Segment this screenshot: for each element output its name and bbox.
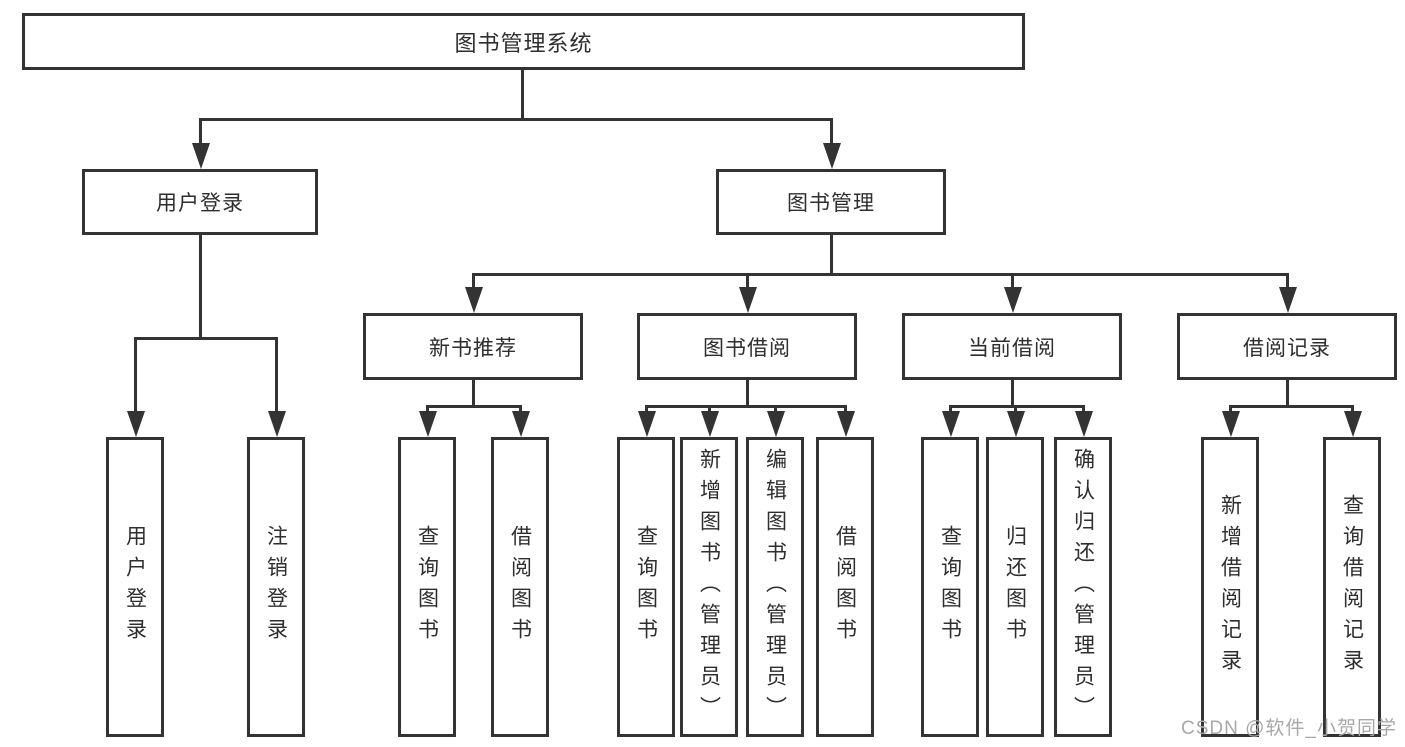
node-label: 新书推荐	[429, 336, 517, 360]
arrow-to-book-borrowing	[746, 273, 749, 287]
node-book-borrowing: 图书借阅	[637, 313, 857, 380]
leaf-user-login: 用户登录	[106, 437, 164, 737]
connector-borrowing-stem	[746, 380, 749, 405]
arrow-to-leaf-query-borrow-record	[1351, 405, 1354, 411]
leaf-query-books-borrowing: 查询图书	[617, 437, 675, 737]
leaf-return-books: 归还图书	[986, 437, 1044, 737]
arrow-to-leaf-user-login	[134, 337, 137, 411]
arrow-to-leaf-query-books-current	[949, 405, 952, 411]
node-user-login: 用户登录	[82, 169, 318, 235]
connector-records-rail	[1229, 405, 1354, 408]
arrow-to-book-management	[830, 118, 833, 143]
leaf-label: 查询图书	[938, 525, 962, 649]
leaf-label: 查询图书	[634, 525, 658, 649]
node-new-book-recommendation: 新书推荐	[363, 313, 583, 380]
leaf-label: 用户登录	[123, 525, 147, 649]
arrow-to-new-book-recommendation	[472, 273, 475, 287]
watermark: CSDN @软件_小贺同学	[1181, 718, 1397, 739]
arrow-to-leaf-edit-books	[774, 405, 777, 411]
node-library-management-system: 图书管理系统	[22, 13, 1025, 70]
node-label: 用户登录	[156, 192, 244, 215]
connector-user-login-rail	[134, 337, 278, 340]
arrow-to-current-borrowing	[1011, 273, 1014, 287]
arrow-to-leaf-add-books	[708, 405, 711, 411]
node-book-management: 图书管理	[716, 169, 946, 235]
arrow-to-leaf-query-books-borrowing	[645, 405, 648, 411]
leaf-query-books-recommend: 查询图书	[398, 437, 456, 737]
leaf-label: 编辑图书（管理员）	[763, 447, 787, 727]
leaf-label: 确认归还（管理员）	[1071, 447, 1095, 727]
leaf-add-borrow-record: 新增借阅记录	[1201, 437, 1259, 737]
node-label: 图书借阅	[703, 336, 791, 360]
connector-user-login-stem	[199, 235, 202, 337]
leaf-label: 借阅图书	[833, 525, 857, 649]
arrow-to-leaf-borrow-books-borrowing	[844, 405, 847, 411]
leaf-query-books-current: 查询图书	[921, 437, 979, 737]
arrow-to-leaf-borrow-books-recommend	[519, 405, 522, 411]
leaf-label: 查询图书	[415, 525, 439, 649]
connector-borrowing-rail	[645, 405, 846, 408]
connector-root-stem	[521, 70, 524, 118]
node-borrowing-records: 借阅记录	[1177, 313, 1397, 380]
leaf-borrow-books-borrowing: 借阅图书	[816, 437, 874, 737]
leaf-edit-books-admin: 编辑图书（管理员）	[746, 437, 804, 737]
leaf-add-books-admin: 新增图书（管理员）	[680, 437, 738, 737]
connector-book-management-rail	[472, 273, 1289, 276]
connector-recommend-stem	[472, 380, 475, 405]
connector-current-stem	[1011, 380, 1014, 405]
leaf-query-borrow-record: 查询借阅记录	[1323, 437, 1381, 737]
node-label: 借阅记录	[1243, 336, 1331, 360]
leaf-label: 新增图书（管理员）	[697, 447, 721, 727]
leaf-borrow-books-recommend: 借阅图书	[491, 437, 549, 737]
arrow-to-user-login	[199, 118, 202, 143]
node-label: 图书管理	[787, 192, 875, 215]
node-label: 图书管理系统	[454, 30, 593, 56]
connector-current-rail	[949, 405, 1085, 408]
node-current-borrowing: 当前借阅	[902, 313, 1122, 380]
arrow-to-leaf-return-books	[1014, 405, 1017, 411]
node-label: 当前借阅	[968, 336, 1056, 360]
arrow-to-leaf-confirm-return	[1082, 405, 1085, 411]
leaf-confirm-return-admin: 确认归还（管理员）	[1054, 437, 1112, 737]
leaf-logout: 注销登录	[247, 437, 305, 737]
leaf-label: 新增借阅记录	[1218, 494, 1242, 680]
connector-root-rail	[199, 118, 833, 121]
arrow-to-leaf-logout	[275, 337, 278, 411]
leaf-label: 借阅图书	[508, 525, 532, 649]
connector-recommend-rail	[426, 405, 521, 408]
arrow-to-leaf-query-books-recommend	[426, 405, 429, 411]
arrow-to-leaf-add-borrow-record	[1229, 405, 1232, 411]
leaf-label: 归还图书	[1003, 525, 1027, 649]
leaf-label: 查询借阅记录	[1340, 494, 1364, 680]
connector-records-stem	[1286, 380, 1289, 405]
connector-book-management-stem	[830, 235, 833, 273]
arrow-to-borrowing-records	[1286, 273, 1289, 287]
leaf-label: 注销登录	[264, 525, 288, 649]
